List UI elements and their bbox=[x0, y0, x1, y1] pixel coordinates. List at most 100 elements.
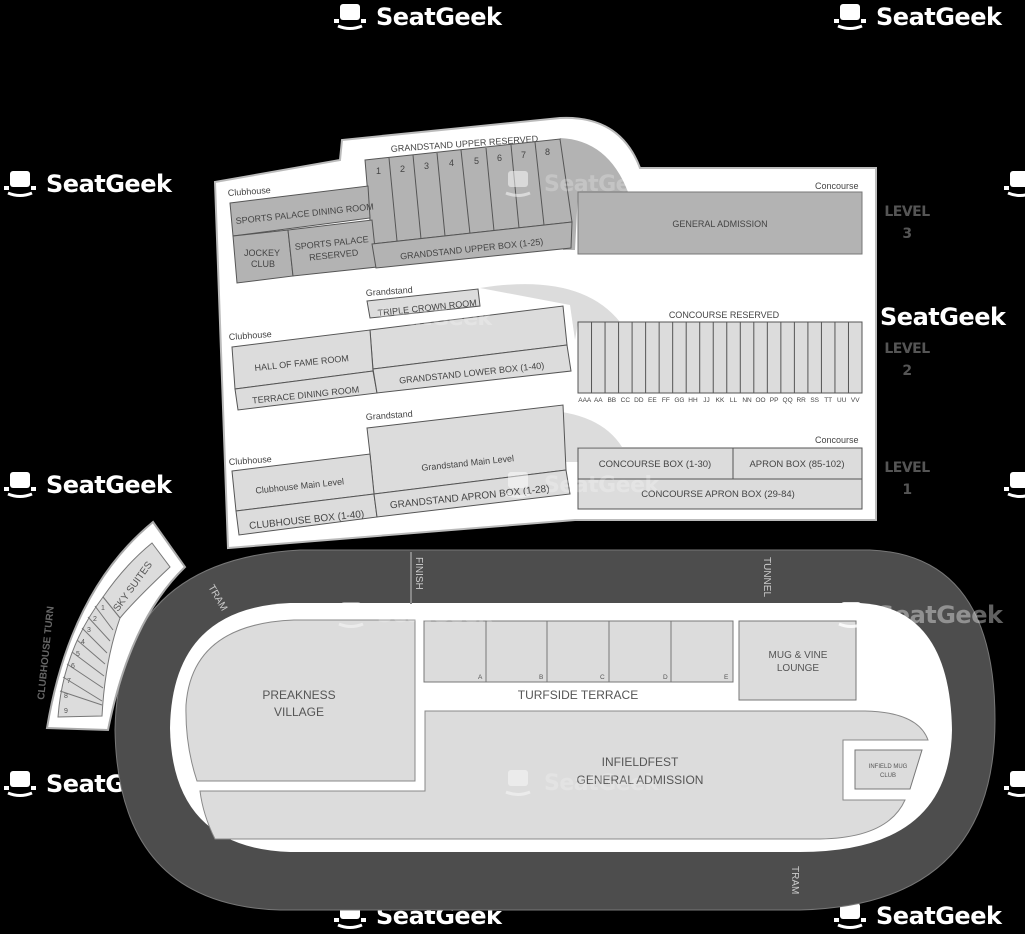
section-num[interactable]: 6 bbox=[497, 153, 502, 163]
turfside-terrace-sections: A B C D E bbox=[423, 620, 734, 683]
seatgeek-logo-right-1 bbox=[1002, 169, 1025, 199]
section-num[interactable]: 4 bbox=[449, 158, 454, 168]
concourse-reserved-row-gg[interactable]: GG bbox=[674, 397, 684, 404]
top-hat-icon bbox=[505, 171, 531, 197]
concourse-reserved-row-ll[interactable]: LL bbox=[730, 397, 738, 404]
section-num[interactable]: 5 bbox=[474, 156, 479, 166]
seatgeek-watermark: SeatGeek bbox=[333, 303, 492, 333]
terrace-section-d[interactable] bbox=[608, 620, 672, 683]
upper-reserved-section-numbers: 1 2 3 4 5 6 7 8 bbox=[376, 147, 550, 176]
concourse-reserved-row-cc[interactable]: CC bbox=[621, 397, 631, 404]
svg-text:2: 2 bbox=[93, 616, 97, 623]
svg-text:5: 5 bbox=[76, 651, 80, 658]
brand-name: SeatGeek bbox=[880, 303, 1006, 331]
concourse-reserved-row-vv[interactable]: VV bbox=[851, 397, 860, 404]
top-hat-icon bbox=[4, 771, 36, 797]
seatgeek-logo-right-3 bbox=[1002, 769, 1025, 799]
section-upper-curve[interactable] bbox=[560, 138, 628, 250]
section-triple-crown-room[interactable] bbox=[366, 288, 481, 319]
concourse-reserved-row-pp[interactable]: PP bbox=[770, 397, 779, 404]
concourse-reserved-row-kk[interactable]: KK bbox=[716, 397, 725, 404]
brand-name: SeatGeek bbox=[46, 170, 172, 198]
brand-name: SeatGeek bbox=[544, 770, 659, 796]
label: MUG & VINE bbox=[769, 650, 828, 661]
concourse-reserved-row-ee[interactable]: EE bbox=[648, 397, 657, 404]
section-concourse-reserved[interactable] bbox=[577, 321, 863, 394]
level3-concourse-label: Concourse bbox=[815, 181, 859, 191]
concourse-reserved-row-nn[interactable]: NN bbox=[742, 397, 752, 404]
terrace-section-c[interactable] bbox=[546, 620, 610, 683]
tunnel-label: TUNNEL bbox=[761, 557, 772, 597]
suites-block[interactable] bbox=[57, 596, 121, 718]
clubhouse-turn: SKY SUITES 1 2 3 4 5 6 7 8 9 CLUBHOUSE T… bbox=[36, 520, 187, 732]
section-num[interactable]: 2 bbox=[400, 164, 405, 174]
svg-text:3: 3 bbox=[87, 627, 91, 634]
concourse-reserved-row-aaa[interactable]: AAA bbox=[578, 397, 592, 404]
section-concourse-apron-box[interactable] bbox=[577, 478, 863, 510]
seatgeek-logo-right-2 bbox=[1002, 470, 1025, 500]
concourse-reserved-row-jj[interactable]: JJ bbox=[703, 397, 710, 404]
label: CLUB bbox=[251, 259, 275, 269]
section-preakness-village[interactable] bbox=[185, 619, 416, 782]
concourse-reserved-row-oo[interactable]: OO bbox=[756, 397, 766, 404]
label: JOCKEY bbox=[244, 248, 280, 258]
suite-dividers bbox=[59, 605, 114, 706]
section-apron-box[interactable] bbox=[732, 447, 863, 480]
level-2: Grandstand Clubhouse TRIPLE CROWN ROOM H… bbox=[228, 284, 863, 411]
label: INFIELD MUG bbox=[869, 764, 908, 770]
section-num[interactable]: 7 bbox=[521, 150, 526, 160]
turfside-terrace-label: TURFSIDE TERRACE bbox=[518, 688, 638, 702]
top-hat-icon bbox=[4, 472, 36, 498]
top-hat-icon bbox=[834, 903, 866, 929]
concourse-reserved-row-hh[interactable]: HH bbox=[688, 397, 698, 404]
section-concourse-box[interactable] bbox=[577, 447, 734, 480]
seatgeek-watermark: SeatGeek bbox=[500, 470, 659, 500]
tram-label-bottom: TRAM bbox=[789, 866, 800, 894]
section-infieldfest-general-admission[interactable] bbox=[199, 710, 929, 840]
top-hat-icon bbox=[338, 602, 364, 628]
brand-name: SeatGeek bbox=[46, 471, 172, 499]
top-hat-icon bbox=[4, 171, 36, 197]
section-grandstand-upper-box[interactable] bbox=[371, 221, 573, 269]
seatgeek-logo-top-right: SeatGeek bbox=[832, 2, 1002, 32]
concourse-reserved-row-bb[interactable]: BB bbox=[607, 397, 616, 404]
section-mug-vine-lounge[interactable] bbox=[738, 620, 857, 701]
svg-text:9: 9 bbox=[64, 708, 68, 715]
section-num[interactable]: 1 bbox=[376, 166, 381, 176]
concourse-reserved-row-ff[interactable]: FF bbox=[662, 397, 670, 404]
level1-concourse-label: Concourse bbox=[815, 435, 859, 445]
seatgeek-watermark: SeatGeek bbox=[333, 600, 492, 630]
seatgeek-watermark: SeatGeek bbox=[500, 768, 659, 798]
brand-name: SeatGeek bbox=[377, 305, 492, 331]
terrace-section-e[interactable] bbox=[670, 620, 734, 683]
section-grandstand-lower-box[interactable] bbox=[372, 344, 572, 394]
brand-name: SeatGeek bbox=[876, 3, 1002, 31]
concourse-reserved-row-tt[interactable]: TT bbox=[824, 397, 832, 404]
top-hat-icon bbox=[834, 4, 866, 30]
svg-text:1: 1 bbox=[101, 605, 105, 612]
section-level2-curve[interactable] bbox=[480, 284, 620, 340]
level1-clubhouse-label: Clubhouse bbox=[228, 454, 272, 467]
brand-name: SeatGeek bbox=[376, 3, 502, 31]
terrace-section-b[interactable] bbox=[485, 620, 548, 683]
label: APRON BOX (85-102) bbox=[749, 459, 844, 470]
label: CONCOURSE APRON BOX (29-84) bbox=[641, 489, 795, 500]
terrace-section-a[interactable] bbox=[423, 620, 487, 683]
seatgeek-logo-bottom-right: SeatGeek bbox=[832, 901, 1002, 931]
concourse-reserved-row-qq[interactable]: QQ bbox=[783, 397, 793, 404]
concourse-reserved-row-dd[interactable]: DD bbox=[634, 397, 644, 404]
concourse-reserved-row-uu[interactable]: UU bbox=[837, 397, 847, 404]
label: VILLAGE bbox=[274, 705, 324, 719]
section-num[interactable]: 8 bbox=[545, 147, 550, 157]
seatgeek-logo-top-center: SeatGeek bbox=[332, 2, 502, 32]
concourse-reserved-row-rr[interactable]: RR bbox=[796, 397, 806, 404]
section-num[interactable]: 3 bbox=[424, 161, 429, 171]
section-sports-palace-dining-room[interactable] bbox=[229, 185, 371, 237]
concourse-reserved-row-aa[interactable]: AA bbox=[594, 397, 603, 404]
concourse-reserved-row-ss[interactable]: SS bbox=[810, 397, 819, 404]
label: CONCOURSE BOX (1-30) bbox=[599, 459, 711, 470]
section-infield-mug-club[interactable] bbox=[854, 749, 923, 790]
section-general-admission[interactable] bbox=[577, 191, 863, 255]
